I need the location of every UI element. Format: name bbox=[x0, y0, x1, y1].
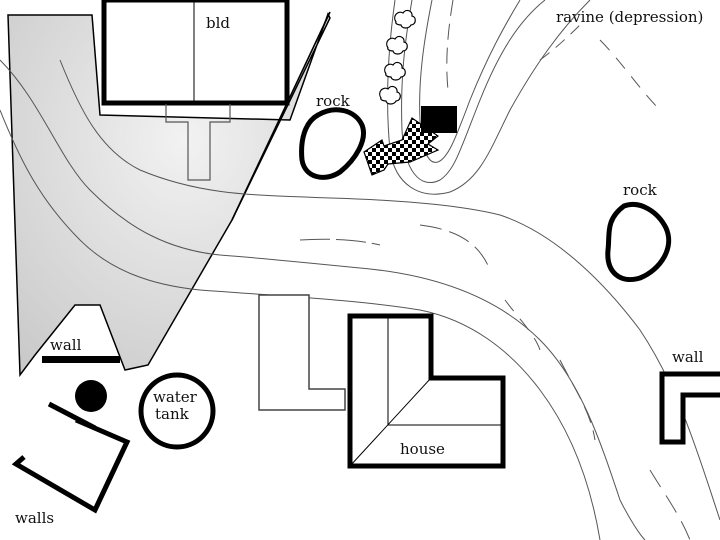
boundary-line bbox=[231, 11, 331, 221]
label-wall-left: wall bbox=[50, 336, 82, 354]
label-water: water bbox=[153, 388, 197, 406]
wall-right-shape bbox=[659, 371, 720, 445]
building-bld bbox=[101, 0, 290, 181]
rock-right bbox=[605, 202, 672, 282]
house bbox=[347, 313, 506, 469]
shaded-area bbox=[7, 12, 331, 378]
label-rock-right: rock bbox=[623, 181, 657, 199]
water-tank-shape bbox=[138, 372, 216, 450]
label-bld: bld bbox=[206, 14, 231, 32]
label-wall-right: wall bbox=[672, 348, 704, 366]
walls-shape bbox=[11, 401, 131, 514]
black-rectangle-icon bbox=[421, 106, 457, 133]
label-house: house bbox=[400, 440, 445, 458]
label-rock-left: rock bbox=[316, 92, 350, 110]
wall-left-bar bbox=[42, 356, 120, 363]
rock-left bbox=[299, 107, 366, 180]
outline-l-structure bbox=[258, 294, 346, 411]
shrub-icon bbox=[379, 9, 416, 105]
label-ravine: ravine (depression) bbox=[556, 8, 704, 26]
label-walls: walls bbox=[15, 509, 55, 527]
checkered-arrow-icon bbox=[363, 117, 440, 176]
black-dot bbox=[75, 380, 107, 412]
label-tank: tank bbox=[155, 405, 189, 423]
